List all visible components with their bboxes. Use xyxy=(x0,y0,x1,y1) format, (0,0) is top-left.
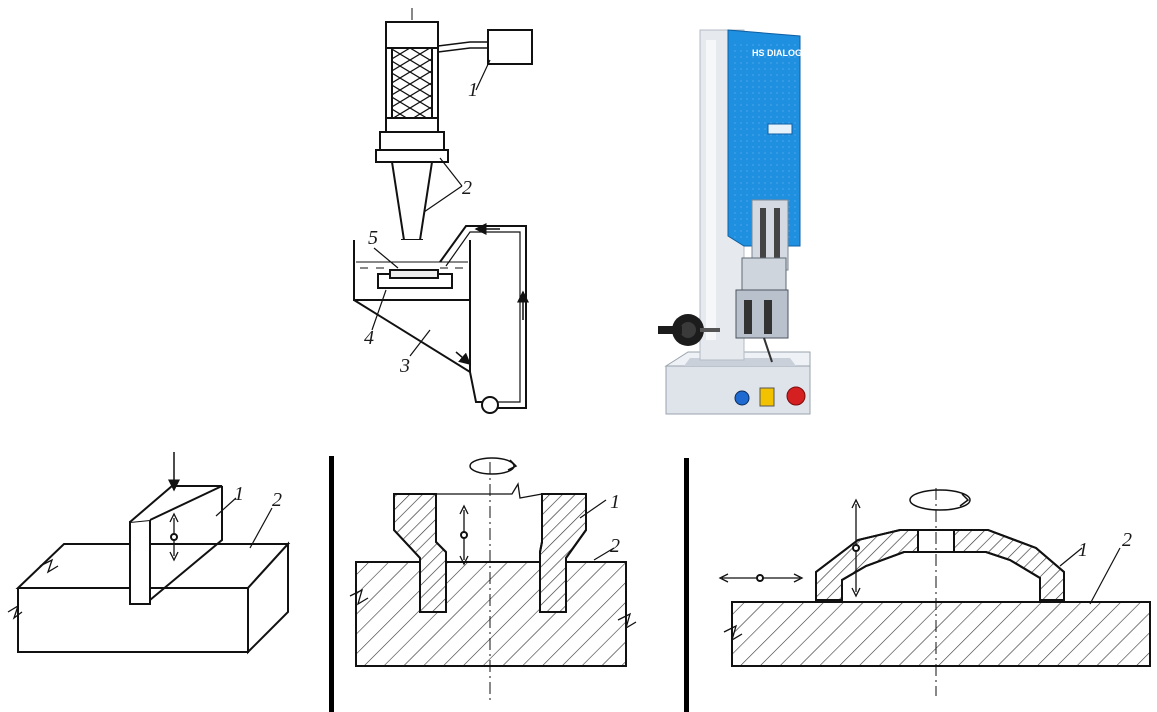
schematic-label-2: 2 xyxy=(462,177,472,199)
section-3-label-1: 1 xyxy=(1078,539,1088,561)
control-button-blue xyxy=(734,390,750,406)
section-3-diagram xyxy=(718,488,1151,696)
schematic-label-1: 1 xyxy=(468,79,478,101)
control-switch-yellow xyxy=(759,387,775,407)
emergency-stop-red xyxy=(786,386,806,406)
schematic-label-3: 3 xyxy=(399,355,410,377)
section-1-label-2: 2 xyxy=(272,489,282,511)
divider-left xyxy=(329,456,334,712)
section-1-diagram xyxy=(7,452,291,655)
schematic-label-5: 5 xyxy=(368,227,378,249)
section-1-label-1: 1 xyxy=(234,483,244,505)
schematic-label-4: 4 xyxy=(364,327,374,349)
divider-right xyxy=(684,458,689,712)
section-2-diagram xyxy=(349,457,637,700)
ultrasonic-schematic xyxy=(353,8,533,414)
section-3-label-2: 2 xyxy=(1122,529,1132,551)
machine-brand-text: HS DIALOG xyxy=(752,48,802,58)
section-2-label-1: 1 xyxy=(610,491,620,513)
welding-machine-photo: HS DIALOG xyxy=(658,29,811,415)
section-2-label-2: 2 xyxy=(610,535,620,557)
